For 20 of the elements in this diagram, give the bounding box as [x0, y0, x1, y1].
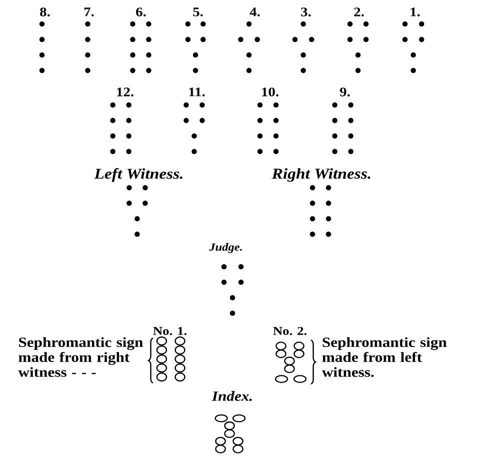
figure-number: 10.: [262, 88, 278, 96]
figure-number: 2.: [354, 8, 364, 16]
figure-number: 11.: [189, 88, 205, 96]
figure-number: 5.: [193, 8, 203, 16]
note-text: Sephromantic sign made from left witness.: [322, 337, 447, 377]
figure-title: Right Witness.: [272, 168, 370, 182]
figure-number: 7.: [84, 8, 94, 16]
figure-title: Left Witness.: [94, 168, 182, 182]
figure-number: 12.: [117, 88, 134, 96]
note-text: Sephromantic sign made from right witness - - -: [18, 337, 143, 377]
figure-number: 1.: [410, 8, 420, 16]
sign-number: No. 2.: [273, 326, 307, 336]
figure-number: 3.: [301, 8, 311, 16]
figure-number: 4.: [250, 8, 260, 16]
figure-number: 9.: [340, 88, 350, 96]
figure-number: 8.: [40, 8, 50, 16]
figure-number: 6.: [136, 8, 146, 16]
figure-title: Judge.: [209, 243, 242, 253]
figure-title: Index.: [212, 391, 252, 401]
sign-number: No. 1.: [153, 326, 187, 336]
